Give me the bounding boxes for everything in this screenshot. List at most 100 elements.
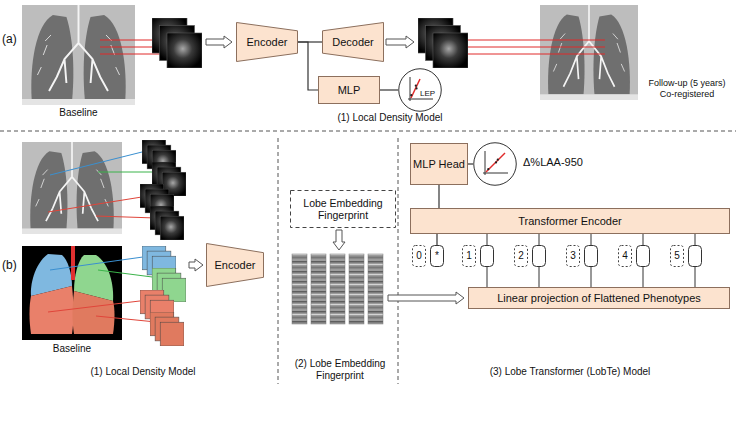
data-dot (495, 161, 497, 163)
image-caption: Baseline (22, 107, 135, 119)
node-text: Transformer Encoder (518, 215, 622, 228)
position-token: 0 (412, 245, 426, 267)
token-wire (487, 234, 488, 245)
token-wire (591, 267, 592, 287)
node-text: Δ%LAA-950 (523, 156, 583, 169)
leader-line (540, 54, 605, 55)
patch-stack (418, 18, 468, 68)
panel-divider (0, 131, 736, 132)
ct-scan-baseline (22, 142, 122, 234)
block-arrow (189, 259, 203, 271)
fingerprint-bars (292, 254, 383, 324)
node-text: 0 (416, 250, 422, 262)
leader-line (98, 172, 160, 173)
token-wire (643, 234, 644, 245)
lobe-segmentation (22, 246, 122, 340)
token-box (585, 246, 598, 267)
regression-line (486, 153, 505, 172)
transformer-block: Transformer Encoder (410, 208, 730, 234)
node-border (431, 246, 444, 267)
embedding-bar (311, 254, 326, 324)
position-token: 3 (566, 245, 580, 267)
node-text: MLP (338, 84, 361, 97)
panel-letter: (b) (2, 258, 17, 272)
block-arrow (333, 230, 345, 250)
leader-line (540, 40, 605, 41)
connector-line (468, 163, 473, 164)
block-arrow (386, 36, 414, 48)
embedding-bar (349, 254, 364, 324)
token-wire (487, 267, 488, 287)
token-wires (487, 234, 695, 287)
node-outline (473, 142, 517, 186)
token-wire (695, 267, 696, 287)
mlp-block: MLP (318, 76, 380, 104)
node-border (413, 246, 426, 267)
ct-scan-baseline (22, 5, 135, 105)
data-dot (415, 85, 417, 87)
position-token: 1 (462, 245, 476, 267)
node-border (237, 23, 298, 62)
node-border (474, 143, 517, 186)
regression-line (411, 79, 420, 98)
connector-line (298, 42, 318, 90)
panel-divider (398, 138, 399, 384)
node-border (411, 209, 730, 234)
chart-axis (483, 173, 508, 174)
stage-caption: (1) Local Density Model (63, 366, 223, 378)
data-dot (410, 94, 412, 96)
connector-line (380, 89, 398, 90)
lobe-patch-stack (150, 312, 184, 346)
node-text: * (435, 250, 439, 262)
encoder-block: Encoder (236, 22, 298, 62)
position-token: 5 (670, 245, 684, 267)
embedding-bar (292, 254, 307, 324)
node-text: 5 (674, 250, 680, 262)
mlp-head-block: MLP Head (410, 143, 468, 185)
node-text: MLP Head (413, 158, 465, 171)
position-token: 4 (618, 245, 632, 267)
scatter-plot-circle: LEP (398, 68, 442, 112)
node-border (323, 23, 384, 62)
image-caption: Follow-up (5 years) Co-registered (640, 78, 734, 100)
node-text: 1 (466, 250, 472, 262)
node-text: Encoder (247, 36, 288, 49)
decoder-block: Decoder (322, 22, 384, 62)
data-dot (415, 87, 417, 89)
leader-line (50, 256, 150, 270)
class-token: * (430, 245, 444, 267)
block-arrow (388, 292, 464, 304)
node-border (567, 246, 580, 267)
leader-line (540, 47, 605, 48)
node-text: Lobe Embedding Fingerprint (290, 197, 396, 221)
token-wire (643, 267, 644, 287)
node-text: 3 (570, 250, 576, 262)
scatter-chart (483, 151, 508, 175)
node-border (463, 246, 476, 267)
segmentation-ground (22, 246, 122, 340)
chart-axis (410, 77, 411, 101)
node-border (619, 246, 632, 267)
projection-block: Linear projection of Flattened Phenotype… (468, 287, 730, 309)
node-border (399, 69, 442, 112)
node-border (291, 191, 396, 228)
node-border (319, 77, 380, 104)
encoder-block: Encoder (206, 243, 264, 287)
token-boxes (481, 246, 702, 267)
patch-stack (150, 206, 184, 240)
data-dot (487, 168, 489, 170)
scatter-plot-circle: Δ%LAA-950 (473, 142, 517, 186)
lobe (73, 291, 115, 334)
node-text: Linear projection of Flattened Phenotype… (497, 292, 701, 305)
leader-line (48, 300, 148, 312)
connector-line (438, 185, 439, 208)
stage-caption: (3) Lobe Transformer (LobTe) Model (470, 366, 670, 378)
node-text: LEP (420, 89, 435, 98)
token-wire (539, 234, 540, 245)
node-text: Decoder (332, 36, 374, 49)
panel-divider (278, 138, 279, 384)
embedding-bar (368, 254, 383, 324)
token-box (533, 246, 546, 267)
node-border (207, 244, 264, 287)
